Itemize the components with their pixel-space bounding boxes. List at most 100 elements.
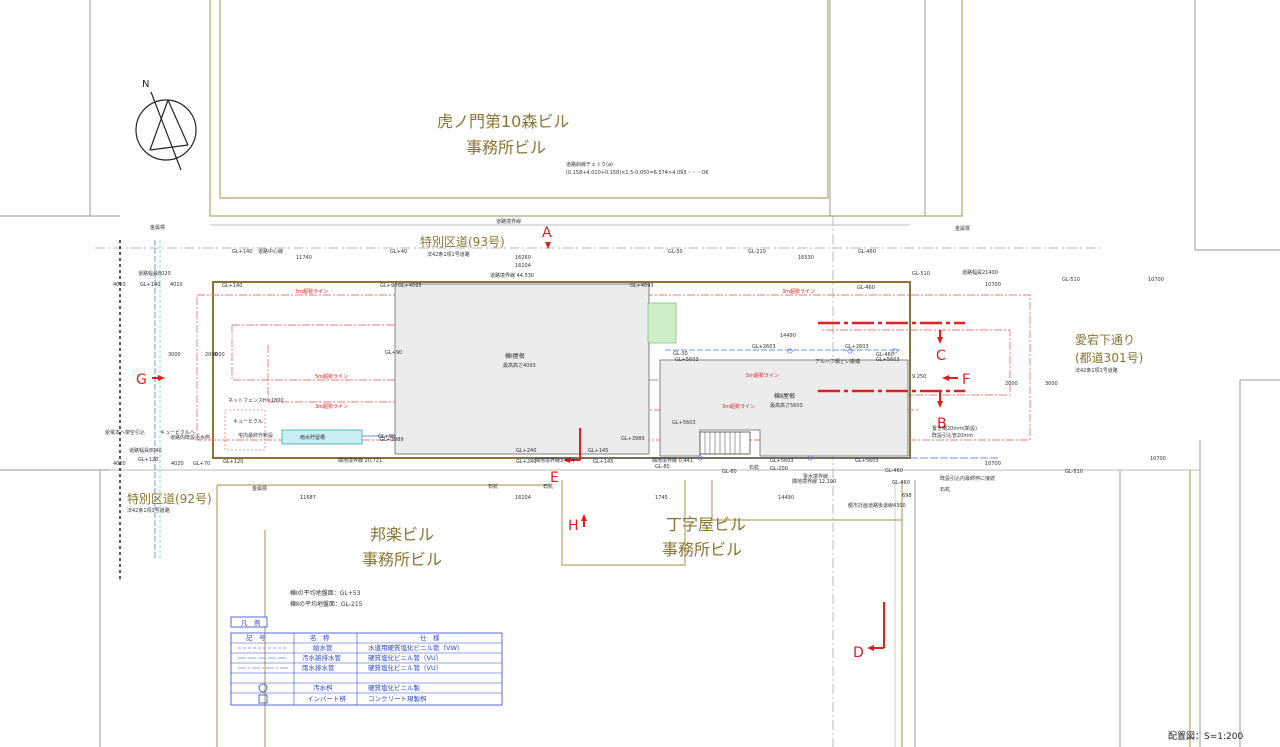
compass-north-label: N [142,79,149,90]
dimension-label: 10700 [1150,456,1166,462]
dimension-label: GL+90 [380,283,397,289]
dimension-label: 置き場20mm(新設) [932,425,977,432]
dimension-label: 10700 [985,461,1001,467]
dimension-label: 16260 [515,255,531,261]
green-area [647,302,677,344]
dimension-label: GL-460 [892,480,910,486]
setback-label-3: 3m超勢ライン [315,403,348,410]
dimension-label: GL+240 [516,459,536,465]
dimension-label: 16530 [798,255,814,261]
dimension-label: GL+4093 [398,283,422,289]
hougaku-bldg-use: 事務所ビル [362,550,442,569]
dimension-label: GL+5603 [675,357,699,363]
setback-label-4: 3m超勢ライン [782,288,815,295]
legend-row-name: 給水管 [313,643,333,652]
section-label-e: E [550,470,559,486]
dimension-label: 道路境界線 44.530 [490,272,534,279]
section-label-f: F [962,372,970,388]
dimension-label: GL-210 [748,249,766,255]
dimension-label: 隣地境界線 0,441 [652,457,693,464]
dimension-label: 石杭 [488,483,498,490]
setback-label-5: 5m超勢ライン [746,372,779,379]
dimension-label: 4010 [170,282,183,288]
dimension-label: GL+140 [222,283,242,289]
dimension-label: 2000 [205,352,218,358]
legend-row-name: インバート桝 [307,694,347,703]
dimension-label: GL+145 [588,448,608,454]
dimension-label: GL+4093 [630,283,654,289]
dimension-label: 1745 [655,495,668,501]
dimension-label: 道路幅員21400 [962,269,998,276]
scale-label: 配置図：S=1:200 [1168,731,1243,742]
setback-label-2: 5m超勢ライン [315,373,348,380]
dimension-label: GL-30 [673,351,688,357]
dimension-label: 11687 [300,495,316,501]
legend-row-name: 汚水雑排水管 [302,653,342,662]
dimension-label: GL+3989 [380,437,404,443]
dimension-label: 2000 [1005,381,1018,387]
dimension-label: 石杭 [543,483,553,490]
dimension-label: GL+70 [193,461,210,467]
dimension-label: 16104 [515,495,531,501]
dimension-label: GL+90 [385,350,402,356]
setback-label-6: 3m超勢ライン [722,403,755,410]
dimension-label: 石杭 [940,486,950,493]
legend-row-spec: 水道用硬質塩化ビニル管（VW） [368,643,463,652]
section-label-g: G [136,372,147,388]
dimension-label: 道路幅員8020 [138,270,171,277]
dimension-label: GL-510 [912,271,930,277]
dimension-label: 道路幅員8040 [129,447,162,454]
dimension-label: 石杭 [749,464,759,471]
section-lines [818,321,965,393]
setback-label-1: 3m超勢ライン [295,288,328,295]
dimension-label: 金属標 [150,224,165,231]
dimension-label: 14490 [778,495,794,501]
toranomon-bldg-use: 事務所ビル [466,138,546,157]
dimension-label: 3000 [168,352,181,358]
legend: 凡 例 記 号 名 称 仕 様 給水管 水道用硬質塩化ビニル管（VW） 汚水雑排… [230,616,503,706]
dimension-label: ネットフェンスH=1800 [228,398,284,404]
dimension-label: GL+3989 [621,436,645,442]
dimension-label: 9.250 [912,374,926,380]
dimension-label: 金属標 [955,225,970,232]
road-301-note: 法42条1項1号道路 [1075,367,1118,374]
dimension-label: 4020 [113,461,126,467]
legend-header-symbol: 記 号 [246,633,266,642]
dimension-label: 10700 [985,282,1001,288]
neighbor-buildings [209,0,1191,747]
road-92-label: 特別区道(92号) [127,491,212,506]
section-label-b: B [937,416,947,432]
section-label-h: H [568,518,579,534]
road-92-note: 法42条1項1号道路 [127,507,170,514]
dimension-label: アルハフ鋼とい撤補 [815,358,860,365]
dimension-label: GL-460 [858,249,876,255]
dimension-label: GL-510 [1065,469,1083,475]
dimension-label: GL+5603 [876,357,900,363]
dimension-label: 隣地境界線 12,190 [792,478,836,485]
section-markers [152,242,958,651]
dimension-label: GL-510 [1062,277,1080,283]
pipes [154,240,1000,560]
section-label-c: C [936,348,946,364]
chojiya-bldg-use: 事務所ビル [662,540,742,559]
dimension-label: 宅内最終升新設 [238,432,273,439]
dimension-label: 都市計画道路後退線4300 [848,502,906,509]
building-i-roof-height: 最高高さ4093 [503,362,536,369]
dimension-label: GL-60 [722,469,737,475]
dimension-label: GL+120 [223,459,243,465]
road-93-label: 特別区道(93号) [420,234,505,249]
section-label-a: A [542,225,552,241]
building-ii-roof-label: 棟Ⅱ屋根 [774,392,795,400]
dimension-label: GL+240 [516,448,536,454]
dimension-label: 11740 [296,255,312,261]
legend-row-spec: 硬質塩化ビニル管（VU） [368,653,442,662]
road-atago-label: 愛宕下通り [1075,332,1135,347]
legend-row-name: 汚水桝 [313,683,333,692]
dimension-label: 雨水貯留槽 [300,434,325,441]
building-ii-roof-height: 最高高さ5603 [770,402,803,409]
legend-row-spec: コンクリート現製桝 [368,694,427,703]
dimension-label: GL+145 [593,459,613,465]
legend-header-name: 名 称 [310,633,330,642]
